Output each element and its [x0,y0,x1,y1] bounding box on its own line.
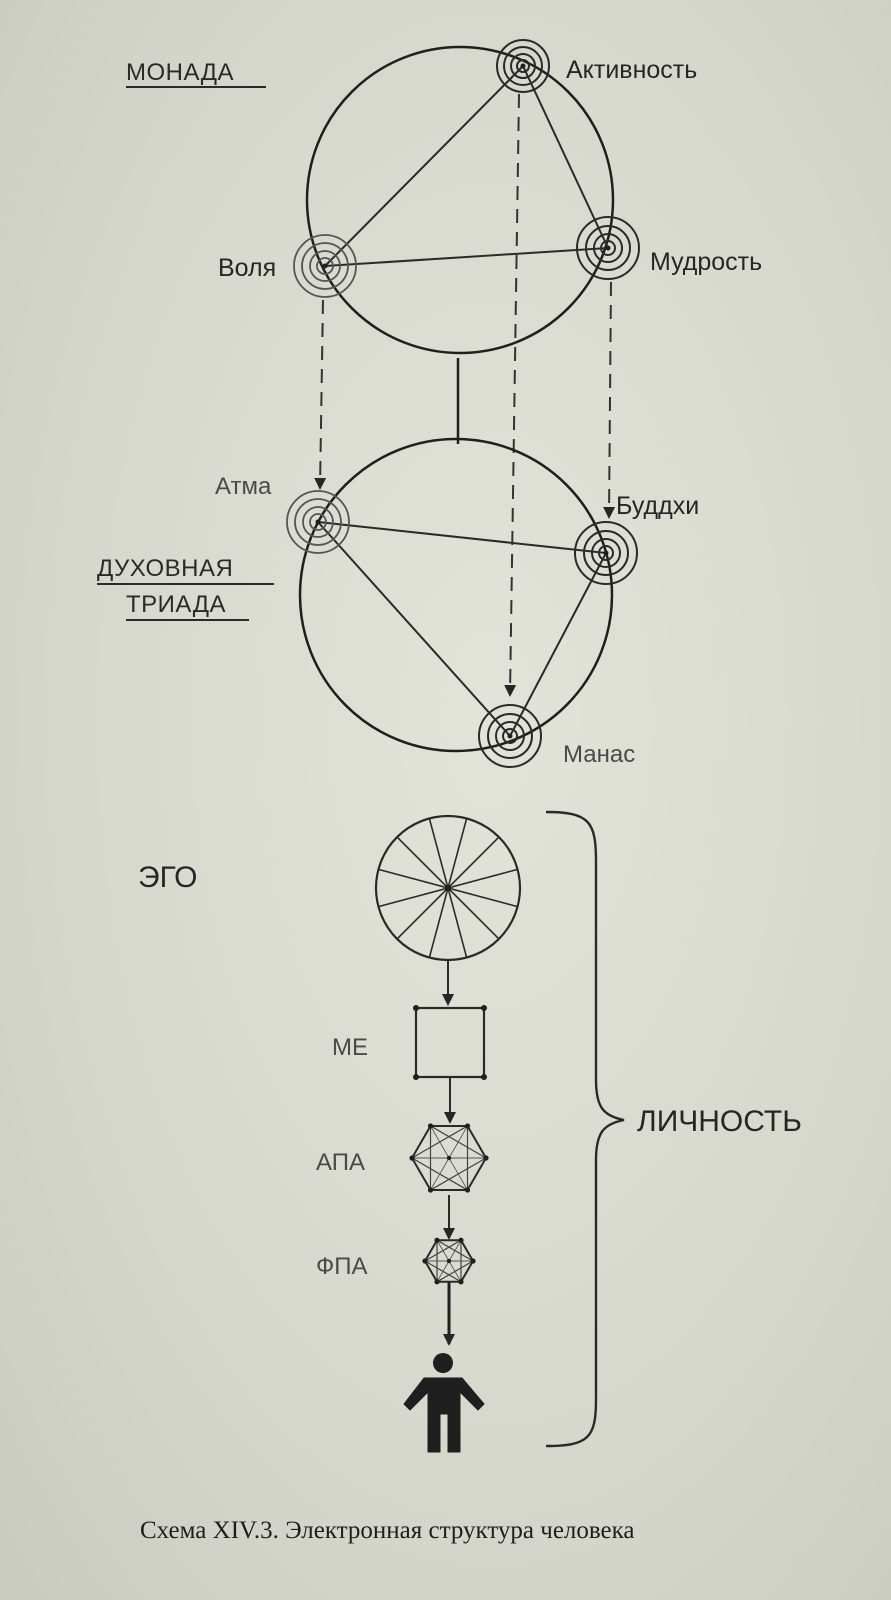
activity-to-manas-arrow [504,93,520,697]
ego-wheel-icon [374,814,522,962]
me-square-icon [413,1005,487,1080]
triada-edge-atma-buddhi [317,521,607,554]
activity-label: Активность [566,56,697,84]
human-figure-icon [403,1353,485,1453]
monada-edge-activity-wisdom [522,65,609,249]
activity-node [496,39,550,93]
atma-node [286,490,350,554]
wisdom-to-buddhi-arrow [603,281,616,519]
monada-edge-activity-will [324,65,524,267]
atma-label: Атма [215,473,272,500]
monada-circle [305,45,615,355]
monada-title: МОНАДА [126,59,234,86]
fpa-label: ФПА [316,1253,368,1280]
buddhi-label: Буддхи [616,492,699,520]
ego-label: ЭГО [138,861,197,894]
triada-title-line2: ТРИАДА [126,591,226,618]
wisdom-node [576,216,640,280]
apa-label: АПА [316,1149,365,1176]
will-label: Воля [218,254,276,282]
figure-caption: Схема XIV.3. Электронная структура челов… [140,1517,635,1544]
will-to-atma-arrow [314,299,327,490]
triada-edge-buddhi-manas [509,552,607,737]
will-node [293,234,357,298]
apa-hexagon-icon [409,1123,489,1193]
wisdom-label: Мудрость [650,248,762,276]
personality-label: ЛИЧНОСТЬ [637,1105,802,1138]
fpa-hexagon-icon [422,1237,476,1285]
personality-brace [545,810,625,1448]
me-label: МЕ [332,1034,368,1061]
monada-edge-will-wisdom [324,247,609,267]
triada-title-line1: ДУХОВНАЯ [97,555,233,582]
triada-circle [298,437,614,753]
buddhi-node [574,521,638,585]
manas-label: Манас [563,741,635,768]
manas-node [478,704,542,768]
triada-edge-atma-manas [317,521,511,737]
